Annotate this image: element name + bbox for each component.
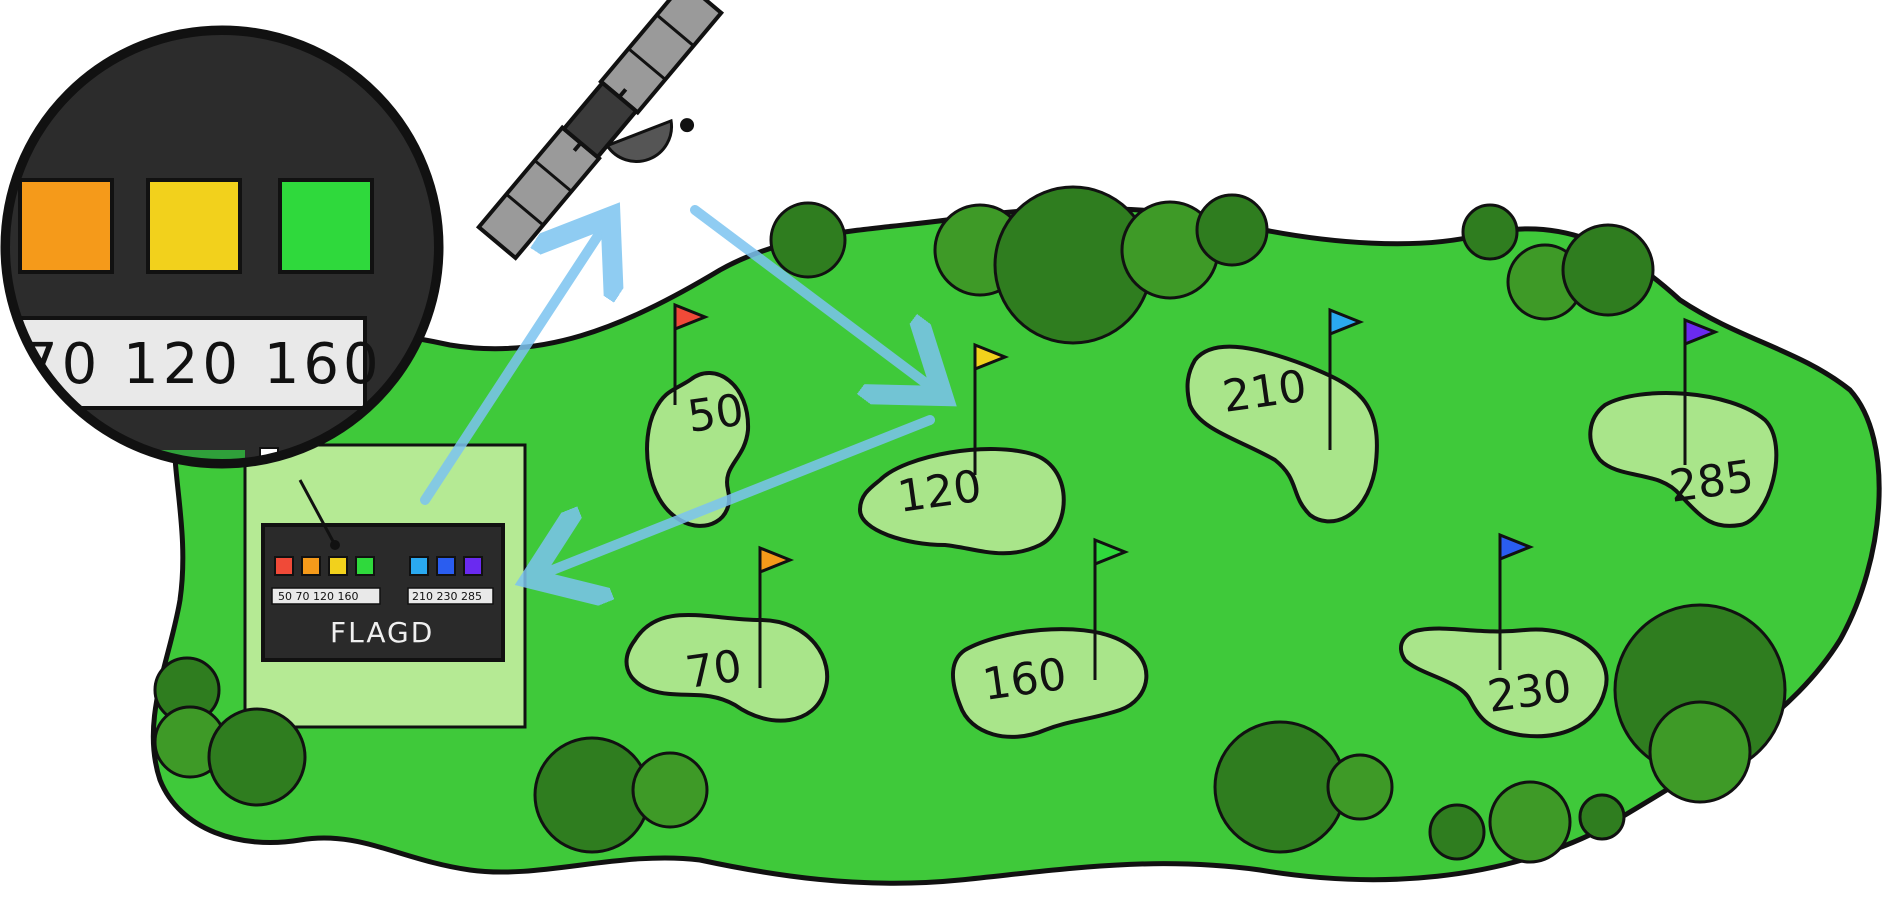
indicator-light	[274, 556, 294, 576]
indicator-light	[278, 178, 374, 274]
arrow-icon	[420, 225, 605, 505]
distance-label: 70	[682, 641, 745, 699]
indicator-light	[146, 178, 242, 274]
distance-label: 120	[894, 461, 984, 523]
green-160	[951, 627, 1149, 739]
indicator-light	[463, 556, 483, 576]
satellite-icon	[475, 0, 725, 261]
magnifier-icon: 70 120 160	[0, 25, 444, 469]
arrow-icon	[690, 205, 935, 390]
indicator-light	[409, 556, 429, 576]
device-left-values: 50 70 120 160	[278, 590, 358, 603]
signal-arrows	[420, 205, 935, 575]
tree-icon	[1561, 223, 1655, 317]
tree-icon	[1428, 803, 1486, 861]
distance-label: 285	[1666, 451, 1756, 513]
indicator-light	[355, 556, 375, 576]
green-120	[857, 447, 1066, 556]
tree-icon	[631, 751, 709, 829]
green-70	[624, 613, 830, 723]
zoom-values: 70 120 160	[22, 332, 383, 397]
greens	[624, 344, 1779, 739]
distance-labels: 50 70 120 160 210 230 285	[682, 361, 1756, 723]
tree-icon	[1461, 203, 1519, 261]
indicator-light	[18, 178, 114, 274]
flag-icon	[1093, 537, 1130, 680]
green-285	[1588, 391, 1779, 528]
flag-icon	[1683, 317, 1720, 465]
tree-icon	[769, 201, 847, 279]
tree-icon	[1326, 753, 1394, 821]
tree-icon	[207, 707, 307, 807]
green-230	[1399, 626, 1609, 739]
indicator-light	[436, 556, 456, 576]
tree-icon	[1213, 720, 1347, 854]
distance-label: 230	[1484, 661, 1574, 723]
tree-icon	[1488, 780, 1572, 864]
arrow-icon	[540, 415, 935, 575]
flag-icon	[673, 302, 710, 405]
pin-flags	[673, 302, 1720, 688]
indicator-light	[301, 556, 321, 576]
device-brand: FLAGD	[330, 616, 434, 649]
tree-icon	[1195, 193, 1269, 267]
indicator-light	[328, 556, 348, 576]
green-50	[645, 371, 751, 528]
trees	[153, 185, 1787, 864]
flag-icon	[1328, 307, 1365, 450]
distance-label: 210	[1219, 361, 1309, 423]
tree-icon	[1578, 793, 1626, 841]
distance-label: 160	[979, 649, 1069, 711]
flag-icon	[973, 342, 1010, 475]
device-right-values: 210 230 285	[412, 590, 482, 603]
distance-label: 50	[684, 385, 747, 443]
flagd-device: 50 70 120 160 210 230 285 FLAGD	[261, 479, 505, 662]
flag-icon	[758, 545, 795, 688]
flag-icon	[1498, 532, 1535, 670]
tree-icon	[1648, 700, 1752, 804]
